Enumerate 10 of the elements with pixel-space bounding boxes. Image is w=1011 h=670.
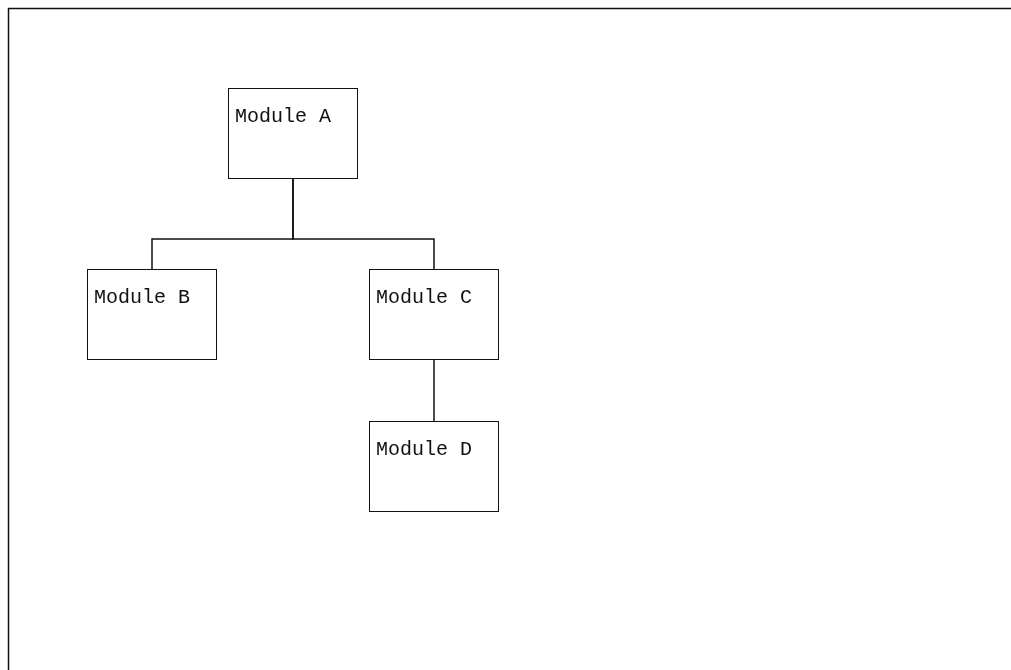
module-label: Module D: [376, 438, 472, 462]
module-label: Module B: [94, 286, 190, 310]
connector-line: [433, 359, 435, 422]
module-box: [369, 269, 499, 360]
module-label: Module C: [376, 286, 472, 310]
module-label: Module A: [235, 105, 331, 129]
module-box: [228, 88, 358, 179]
connector-line: [292, 178, 435, 270]
module-box: [87, 269, 217, 360]
module-box: [369, 421, 499, 512]
